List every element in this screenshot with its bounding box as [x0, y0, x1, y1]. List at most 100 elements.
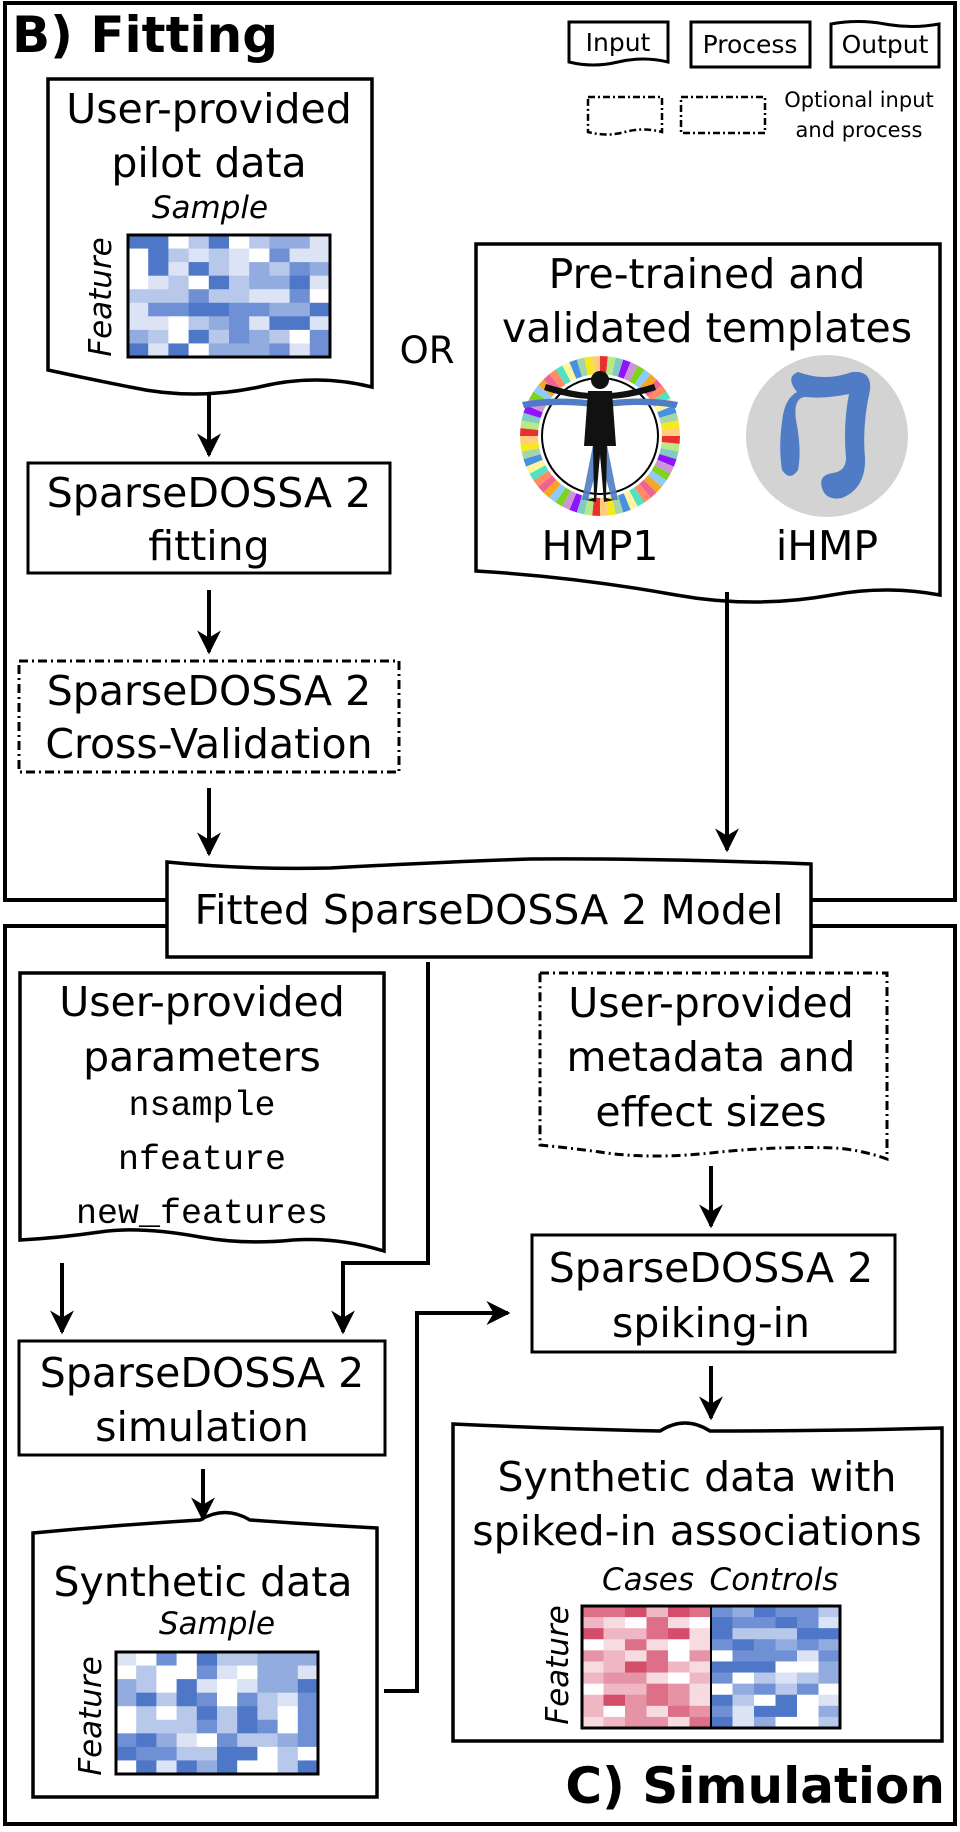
heatmap-cell — [711, 1606, 733, 1618]
heatmap-cell — [711, 1694, 733, 1707]
heatmap-cell — [668, 1694, 690, 1707]
heatmap-cell — [625, 1650, 647, 1662]
templates-title-line2: validated templates — [502, 304, 912, 352]
heatmap-cell — [732, 1716, 755, 1729]
ihmp-label: iHMP — [776, 522, 878, 570]
heatmap-cell — [277, 1692, 299, 1707]
ring-segment — [661, 428, 680, 436]
heatmap-cell — [116, 1679, 137, 1694]
ring-segment — [629, 365, 645, 385]
heatmap-cell — [196, 1746, 218, 1761]
heatmap-cell — [603, 1639, 626, 1651]
ring-segment — [592, 497, 600, 516]
heatmap-cell — [229, 343, 250, 358]
heatmap-cell — [603, 1661, 626, 1673]
heatmap-cell — [269, 275, 290, 290]
spiking-in-process-line2: spiking-in — [612, 1299, 810, 1347]
parameters-title-line1: User-provided — [59, 978, 345, 1026]
ring-segment — [618, 359, 631, 379]
ring-segment — [618, 493, 631, 513]
heatmap-cell — [277, 1652, 299, 1666]
legend-optional-process-shape — [679, 95, 767, 135]
connectors — [50, 395, 739, 1693]
ring-segment — [562, 490, 577, 510]
heatmap-cell — [128, 329, 149, 344]
heatmap-cell — [217, 1652, 238, 1666]
heatmap-cell — [128, 343, 149, 358]
heatmap-cell — [188, 235, 210, 249]
heatmap-cell — [732, 1606, 755, 1618]
hmp1-label: HMP1 — [541, 522, 658, 570]
heatmap-cell — [646, 1705, 669, 1718]
heatmap-cell — [625, 1606, 647, 1618]
heatmap-cell — [289, 248, 311, 263]
ring-segment — [555, 487, 571, 507]
ring-segment — [576, 495, 588, 515]
heatmap-cell — [257, 1760, 278, 1775]
heatmap-cell — [625, 1628, 647, 1640]
heatmap-cell — [237, 1652, 258, 1666]
heatmap-cell — [625, 1639, 647, 1651]
fitting-process-line1: SparseDOSSA 2 — [47, 469, 371, 517]
heatmap-cell — [603, 1650, 626, 1662]
heatmap-cell — [257, 1706, 278, 1721]
heatmap-cell — [176, 1746, 198, 1761]
ring-segment — [639, 479, 657, 498]
ring-segment — [647, 470, 667, 487]
heatmap-cell — [711, 1672, 733, 1685]
heatmap-cell — [168, 343, 189, 358]
ring-segment — [592, 356, 600, 375]
heatmap-cell — [277, 1665, 299, 1680]
ring-segment — [606, 356, 616, 376]
heatmap-cell — [249, 275, 270, 290]
heatmap-cell — [208, 329, 230, 344]
ring-segment — [634, 369, 651, 389]
heatmap-cell — [625, 1705, 647, 1718]
heatmap-cell — [646, 1683, 669, 1696]
heatmap-cell — [754, 1617, 776, 1629]
heatmap-cell — [196, 1652, 218, 1666]
legend: Input Process Output Optional input and … — [567, 20, 941, 142]
ring-segment — [584, 496, 594, 516]
heatmap-cell — [625, 1694, 647, 1707]
heatmap-cell — [797, 1617, 819, 1629]
cases-label: Cases — [602, 1562, 694, 1598]
heatmap-cell — [156, 1719, 177, 1734]
heatmap-cell — [309, 316, 331, 331]
ring-segment — [600, 497, 608, 516]
heatmap-cell — [289, 235, 311, 249]
legend-input-label: Input — [586, 28, 651, 57]
heatmap-cell — [754, 1672, 776, 1685]
heatmap-cell — [711, 1628, 733, 1640]
arrow-model-to-simulation — [331, 962, 430, 1335]
heatmap-cell — [309, 262, 331, 277]
heatmap-cell — [818, 1716, 841, 1729]
ring-segment — [538, 475, 557, 493]
heatmap-cell — [297, 1760, 319, 1775]
heatmap-cell — [646, 1661, 669, 1673]
heatmap-cell — [257, 1665, 278, 1680]
heatmap-cell — [217, 1665, 238, 1680]
heatmap-cell — [136, 1665, 157, 1680]
heatmap-cell — [582, 1694, 604, 1707]
heatmap-cell — [818, 1661, 841, 1673]
heatmap-cell — [136, 1746, 157, 1761]
heatmap-cell — [208, 275, 230, 290]
spiked-feature-label: Feature — [540, 1605, 576, 1725]
pilot-data-heatmap — [128, 235, 331, 358]
heatmap-cell — [208, 248, 230, 263]
heatmap-cell — [289, 316, 311, 331]
cross-validation-line1: SparseDOSSA 2 — [47, 667, 371, 715]
heatmap-cell — [732, 1617, 755, 1629]
heatmap-cell — [136, 1692, 157, 1707]
heatmap-cell — [277, 1746, 299, 1761]
heatmap-cell — [237, 1679, 258, 1694]
ring-segment — [657, 454, 677, 467]
heatmap-cell — [188, 289, 210, 304]
heatmap-cell — [168, 235, 189, 249]
ring-segment — [562, 362, 577, 382]
ring-segment — [523, 454, 543, 467]
param-nsample: nsample — [128, 1086, 275, 1126]
ring-segment — [651, 465, 671, 481]
heatmap-cell — [176, 1706, 198, 1721]
